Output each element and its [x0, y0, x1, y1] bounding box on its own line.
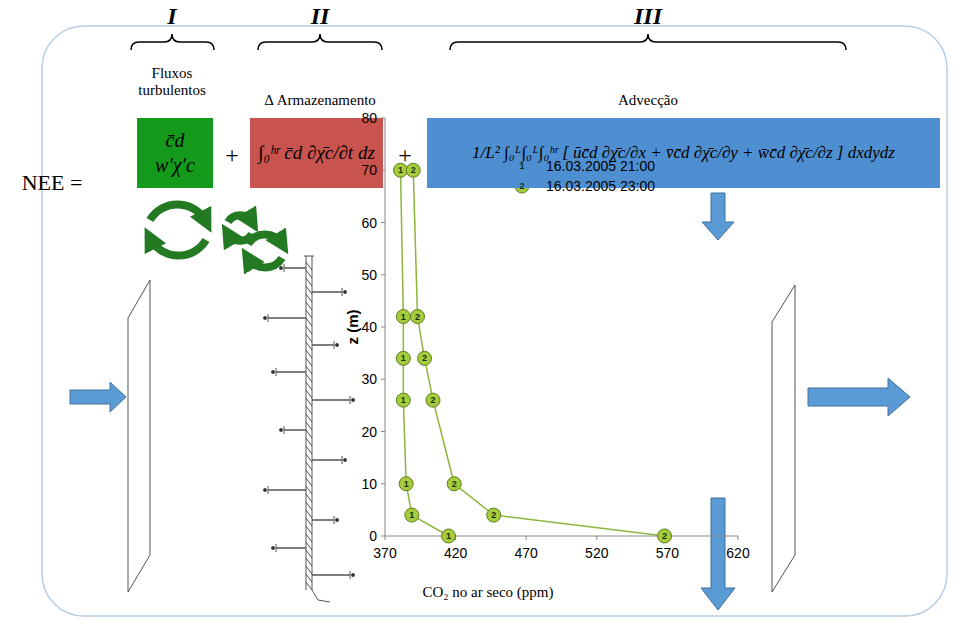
marker-number: 1 [409, 511, 414, 520]
eddies [150, 204, 282, 267]
marker-number: 1 [398, 166, 403, 175]
equation-text: + [398, 142, 412, 169]
equation-text: + [225, 142, 239, 169]
tick-label: 570 [656, 545, 679, 561]
data-marker [396, 351, 410, 365]
term-name: Fluxos turbulentos [127, 65, 217, 100]
tick-label: 370 [373, 545, 396, 561]
marker-number: 1 [401, 396, 406, 405]
data-marker [405, 508, 419, 522]
marker-number: 2 [430, 396, 435, 405]
marker-number: 1 [401, 312, 406, 321]
brace [258, 34, 382, 50]
marker-number: 1 [519, 162, 524, 171]
data-marker [426, 393, 440, 407]
tick [385, 536, 386, 540]
tick [596, 536, 597, 540]
part-number: II [311, 3, 330, 30]
tick [381, 431, 385, 432]
term-name: Advecção [618, 92, 678, 109]
marker-number: 1 [446, 532, 451, 541]
marker-number: 2 [422, 354, 427, 363]
tower [263, 256, 354, 602]
data-marker [399, 477, 413, 491]
part-number: III [634, 3, 662, 30]
marker-number: 1 [404, 479, 409, 488]
marker-number: 2 [662, 532, 667, 541]
marker-number: 2 [452, 479, 457, 488]
marker-number: 1 [401, 354, 406, 363]
plane [128, 280, 150, 592]
tick [381, 536, 385, 537]
marker-number: 2 [411, 166, 416, 175]
data-marker [447, 477, 461, 491]
tick-label: 10 [361, 476, 377, 492]
data-marker [418, 351, 432, 365]
formula: 1/L² ∫₀ᴸ∫₀ᴸ∫₀ʰʳ [ ūc̄d ∂χ̄c/∂x + v̄c̄d ∂… [472, 142, 895, 163]
tick-label: 80 [361, 110, 377, 126]
marker-number: 2 [519, 182, 524, 191]
flow-arrows [70, 193, 910, 610]
series-line [413, 170, 664, 536]
tick [381, 379, 385, 380]
tick [381, 327, 385, 328]
axis-title: CO₂ no ar seco (ppm) [422, 584, 553, 601]
data-marker [487, 508, 501, 522]
data-marker [442, 529, 456, 543]
tick [526, 536, 527, 540]
part-number: I [167, 3, 176, 30]
tick-label: 50 [361, 267, 377, 283]
formula-box: 1/L² ∫₀ᴸ∫₀ᴸ∫₀ʰʳ [ ūc̄d ∂χ̄c/∂x + v̄c̄d ∂… [427, 118, 940, 188]
tick-label: 30 [361, 371, 377, 387]
tick-label: 70 [361, 162, 377, 178]
formula-box: c̄d w′χ′c [137, 118, 213, 188]
tick-label: 420 [444, 545, 467, 561]
plane [772, 285, 795, 592]
tick-label: 620 [726, 545, 749, 561]
formula: ∫₀ʰʳ c̄d ∂χ̄c/∂t dz [258, 141, 375, 165]
tick-label: 60 [361, 215, 377, 231]
frame [42, 26, 947, 616]
marker-number: 2 [491, 511, 496, 520]
tick-label: 520 [585, 545, 608, 561]
tick-label: 470 [515, 545, 538, 561]
equation-text: NEE = [22, 170, 83, 196]
axis-title: z (m) [344, 310, 361, 345]
marker-number: 2 [415, 312, 420, 321]
brace [131, 34, 214, 50]
legend-text: 16.03.2005 21:00 [546, 158, 655, 174]
formula: c̄d w′χ′c [145, 128, 205, 178]
data-marker [658, 529, 672, 543]
brace [450, 34, 846, 50]
tick [381, 274, 385, 275]
tick-label: 0 [369, 528, 377, 544]
tick [381, 483, 385, 484]
data-marker [396, 393, 410, 407]
data-marker [410, 310, 424, 324]
tick [738, 536, 739, 540]
data-marker [396, 310, 410, 324]
tick-label: 20 [361, 424, 377, 440]
tick [381, 222, 385, 223]
tick-label: 40 [361, 319, 377, 335]
term-name: Δ Armazenamento [264, 92, 376, 109]
legend-text: 16.03.2005 23:00 [546, 178, 655, 194]
